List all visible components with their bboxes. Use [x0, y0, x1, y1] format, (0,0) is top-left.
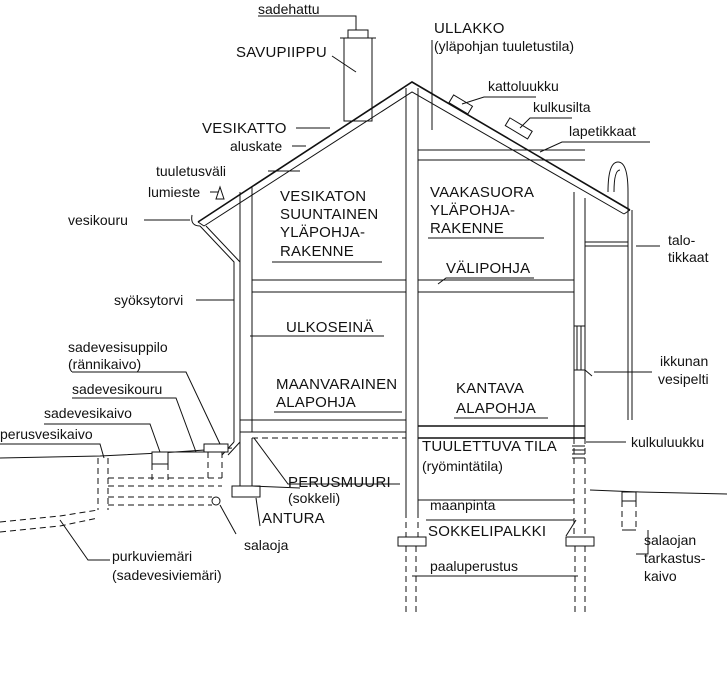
label-vaakasuora-1: VAAKASUORA [430, 184, 534, 201]
label-salaojan-2: tarkastus- [644, 550, 706, 566]
label-sadevesikaivo: sadevesikaivo [44, 405, 132, 421]
label-tuuletusvali: tuuletusväli [156, 163, 226, 179]
label-sadevesikouru: sadevesikouru [72, 381, 162, 397]
window [573, 325, 593, 377]
label-salaoja: salaoja [244, 537, 289, 553]
label-maanvarainen-1: MAANVARAINEN [276, 376, 397, 393]
roof [197, 81, 631, 227]
roof-walkway-shape [504, 117, 533, 140]
label-valipohja: VÄLIPOHJA [446, 260, 530, 277]
label-maanvarainen-2: ALAPOHJA [276, 394, 356, 411]
label-purkuviemari-sub: (sadevesiviemäri) [112, 567, 222, 583]
drainage-system [0, 443, 637, 533]
label-aluskate: aluskate [230, 138, 282, 154]
label-savupiippu: SAVUPIIPPU [236, 44, 327, 61]
label-perusmuuri-sub: (sokkeli) [288, 490, 340, 506]
label-perusvesikaivo: perusvesikaivo [0, 426, 93, 442]
center-wall [405, 88, 419, 512]
label-maanpinta: maanpinta [430, 497, 496, 513]
label-kattoluukku: kattoluukku [488, 78, 559, 94]
label-lapetikkaat: lapetikkaat [569, 123, 636, 139]
label-syoksytorvi: syöksytorvi [114, 292, 183, 308]
label-salaojan-1: salaojan [644, 532, 696, 548]
label-tuulettuva: TUULETTUVA TILA [422, 438, 557, 455]
floor-structures [240, 149, 585, 439]
label-kantava-1: KANTAVA [456, 380, 524, 397]
label-kantava-2: ALAPOHJA [456, 400, 536, 417]
label-vesikouru: vesikouru [68, 212, 128, 228]
label-antura: ANTURA [262, 510, 325, 527]
label-purkuviemari: purkuviemäri [112, 548, 192, 564]
label-vesikaton-4: RAKENNE [280, 243, 354, 260]
exterior-walls [239, 186, 586, 438]
label-vesikaton-3: YLÄPOHJA- [280, 224, 365, 241]
label-ikkunan-2: vesipelti [658, 371, 709, 387]
label-ulkoseina: ULKOSEINÄ [286, 319, 374, 336]
label-ikkunan-1: ikkunan [660, 353, 708, 369]
label-vesikatto: VESIKATTO [202, 120, 287, 137]
label-kulkusilta: kulkusilta [533, 99, 591, 115]
label-talotikkaat-2: tikkaat [668, 249, 709, 265]
label-sadevesisuppilo: sadevesisuppilo [68, 339, 168, 355]
label-vesikaton-2: SUUNTAINEN [280, 206, 378, 223]
label-sadehattu: sadehattu [258, 1, 320, 17]
label-talotikkaat-1: talo- [668, 232, 696, 248]
label-vaakasuora-3: RAKENNE [430, 220, 504, 237]
house-ladder [585, 161, 633, 420]
label-paaluperustus: paaluperustus [430, 558, 518, 574]
label-lumieste: lumieste [148, 184, 200, 200]
gutter-and-downpipe [191, 214, 241, 456]
chimney [340, 29, 376, 122]
label-ullakko-sub: (yläpohjan tuuletustila) [434, 38, 574, 54]
house-structure [0, 29, 727, 616]
label-ullakko: ULLAKKO [434, 20, 505, 37]
label-sokkelipalkki: SOKKELIPALKKI [428, 523, 546, 540]
label-kulkuluukku: kulkuluukku [631, 434, 704, 450]
label-vesikaton-1: VESIKATON [280, 188, 366, 205]
label-tuulettuva-sub: (ryömintätila) [422, 458, 503, 474]
label-perusmuuri: PERUSMUURI [288, 474, 391, 491]
label-salaojan-3: kaivo [644, 568, 677, 584]
foundation-left [231, 432, 261, 498]
label-sadevesisuppilo-sub: (rännikaivo) [68, 356, 141, 372]
roof-hatch-shape [448, 94, 474, 115]
labels: sadehattu SAVUPIIPPU ULLAKKO (yläpohjan … [0, 1, 709, 584]
label-vaakasuora-2: YLÄPOHJA- [430, 202, 515, 219]
leader-lines [0, 15, 660, 577]
snow-guard-shape [215, 185, 225, 200]
